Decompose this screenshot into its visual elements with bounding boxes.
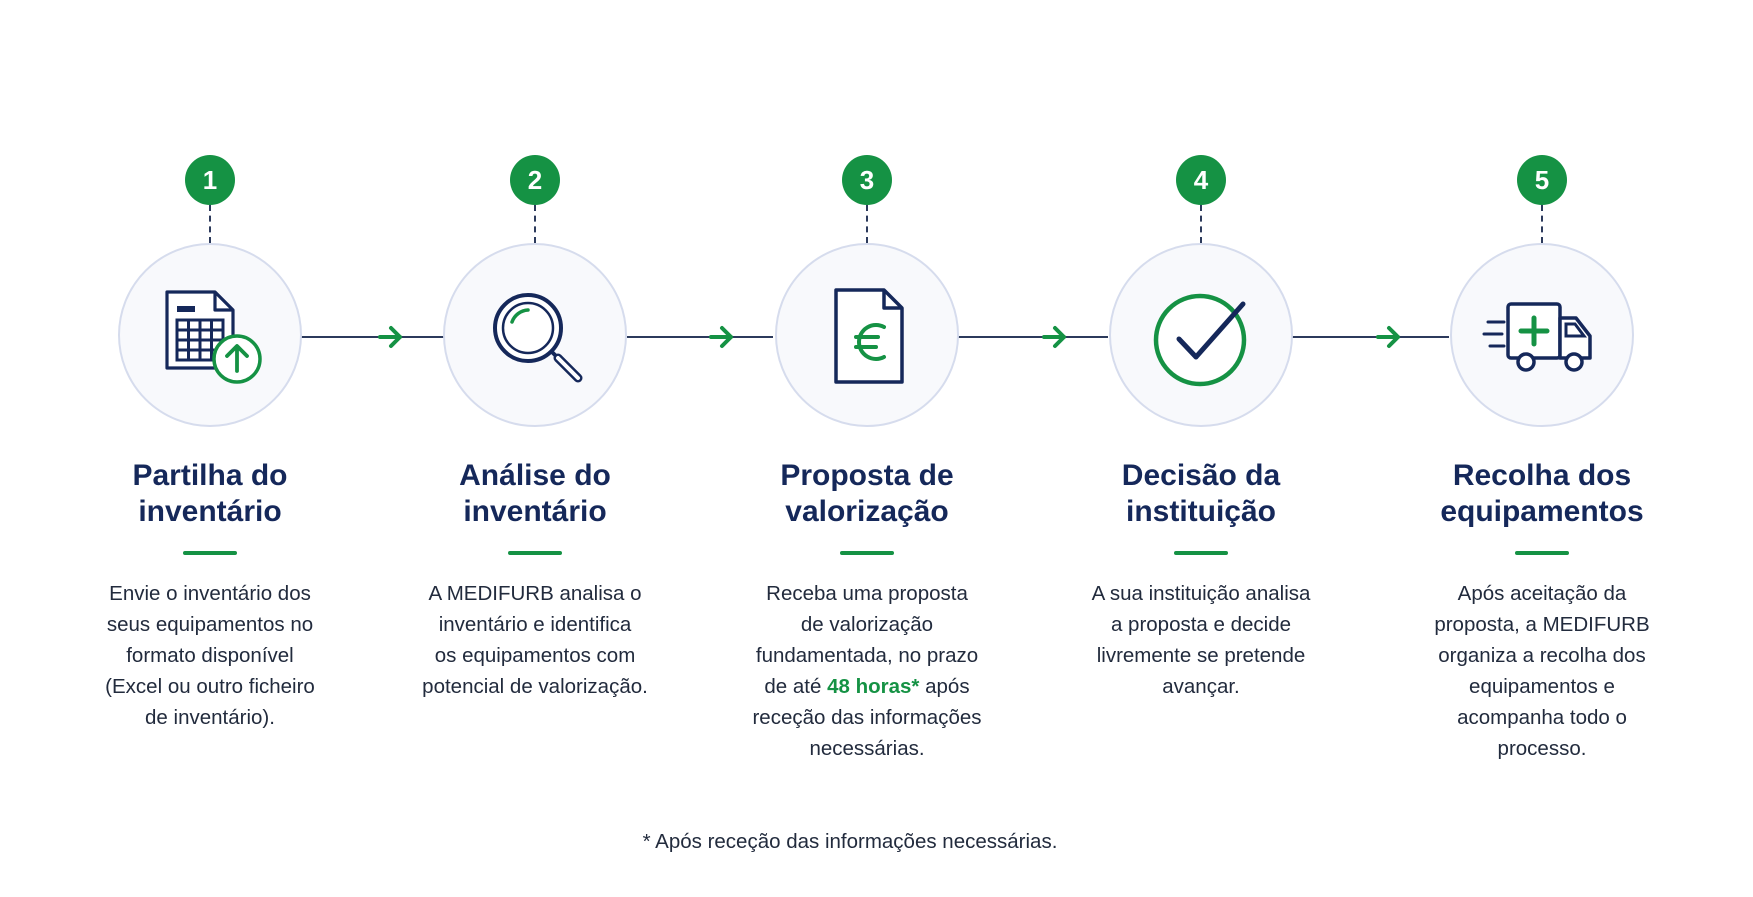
step-description: A sua instituição analisa a proposta e d… (1091, 582, 1311, 698)
step-icon-circle (1109, 243, 1293, 427)
magnifier-icon (493, 293, 583, 383)
connector-line (627, 336, 773, 338)
chevron-right-icon (378, 326, 402, 348)
step-number-badge: 1 (185, 155, 235, 205)
step-icon-circle (118, 243, 302, 427)
connector-line (300, 336, 444, 338)
step-description: Após aceitação da proposta, a MEDIFURB o… (1434, 582, 1650, 760)
chevron-right-icon (1042, 326, 1066, 348)
title-underline (1515, 551, 1569, 555)
footnote: * Após receção das informações necessári… (642, 830, 1058, 853)
step-description: Envie o inventário dos seus equipamentos… (105, 582, 315, 729)
step-icon-circle (1450, 243, 1634, 427)
step-number-badge: 3 (842, 155, 892, 205)
connector-line (958, 336, 1108, 338)
step-description: Receba uma proposta de valorização funda… (752, 582, 982, 760)
step-title: Proposta de valorização (780, 459, 954, 528)
truck-icon (1482, 302, 1592, 372)
step-icon-circle (775, 243, 959, 427)
step-title: Partilha do inventário (132, 459, 288, 528)
dashed-connector (209, 205, 211, 243)
dashed-connector (1200, 205, 1202, 243)
step-title: Análise do inventário (459, 459, 611, 528)
title-underline (840, 551, 894, 555)
highlight-48-hours: 48 horas* (827, 675, 920, 698)
dashed-connector (1541, 205, 1543, 243)
checkmark-circle-icon (1153, 293, 1247, 387)
step-icon-circle (443, 243, 627, 427)
spreadsheet-upload-icon (165, 290, 262, 384)
title-underline (508, 551, 562, 555)
step-title: Recolha dos equipamentos (1440, 459, 1644, 528)
dashed-connector (534, 205, 536, 243)
dashed-connector (866, 205, 868, 243)
step-number-badge: 2 (510, 155, 560, 205)
step-title: Decisão da instituição (1121, 459, 1281, 528)
step-number-badge: 5 (1517, 155, 1567, 205)
step-number-badge: 4 (1176, 155, 1226, 205)
title-underline (1174, 551, 1228, 555)
chevron-right-icon (1376, 326, 1400, 348)
title-underline (183, 551, 237, 555)
connector-line (1292, 336, 1449, 338)
euro-document-icon (834, 288, 904, 384)
step-description: A MEDIFURB analisa o inventário e identi… (422, 582, 648, 698)
chevron-right-icon (709, 326, 733, 348)
